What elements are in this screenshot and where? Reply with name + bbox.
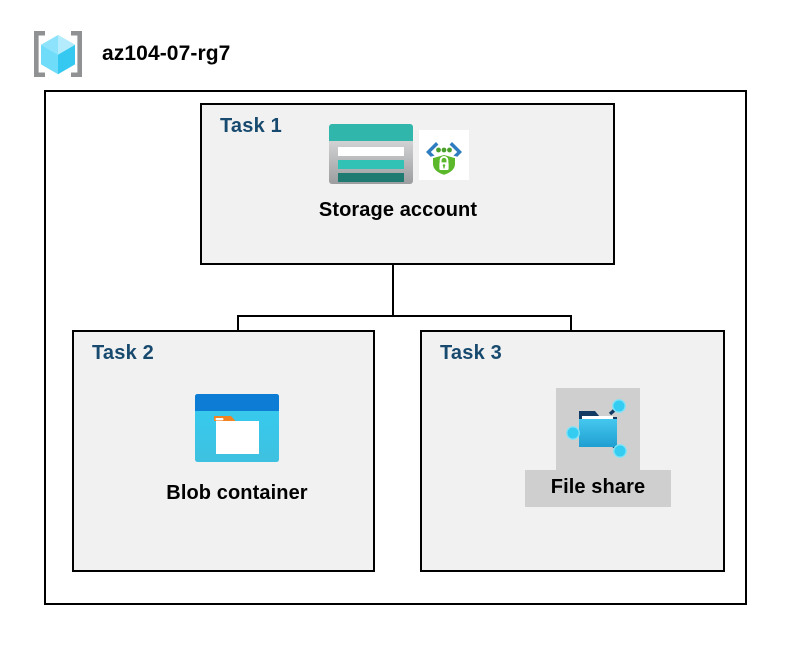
blob-container-icon [193, 392, 281, 464]
storage-account-node: Storage account [293, 122, 503, 222]
task-1-label: Task 1 [220, 115, 282, 137]
storage-account-caption: Storage account [318, 199, 478, 221]
file-share-caption: File share [550, 476, 646, 498]
file-share-caption-plate: File share [524, 470, 672, 507]
blob-container-caption: Blob container [166, 482, 308, 504]
resource-group-header: az104-07-rg7 [30, 26, 230, 82]
storage-account-icon [327, 122, 415, 186]
connector-horizontal-branch [237, 315, 572, 317]
task-2-label: Task 2 [92, 342, 154, 364]
file-share-node: File share [508, 388, 688, 507]
resource-group-cube-icon [30, 26, 86, 82]
connector-storage-trunk [392, 265, 394, 317]
storage-account-icon-row [327, 122, 469, 192]
blob-container-node: Blob container [152, 392, 322, 505]
task-3-label: Task 3 [440, 342, 502, 364]
file-share-icon [561, 393, 635, 467]
private-endpoint-shield-icon [419, 122, 469, 180]
file-share-icon-plate [556, 388, 640, 472]
resource-group-name: az104-07-rg7 [102, 42, 231, 65]
